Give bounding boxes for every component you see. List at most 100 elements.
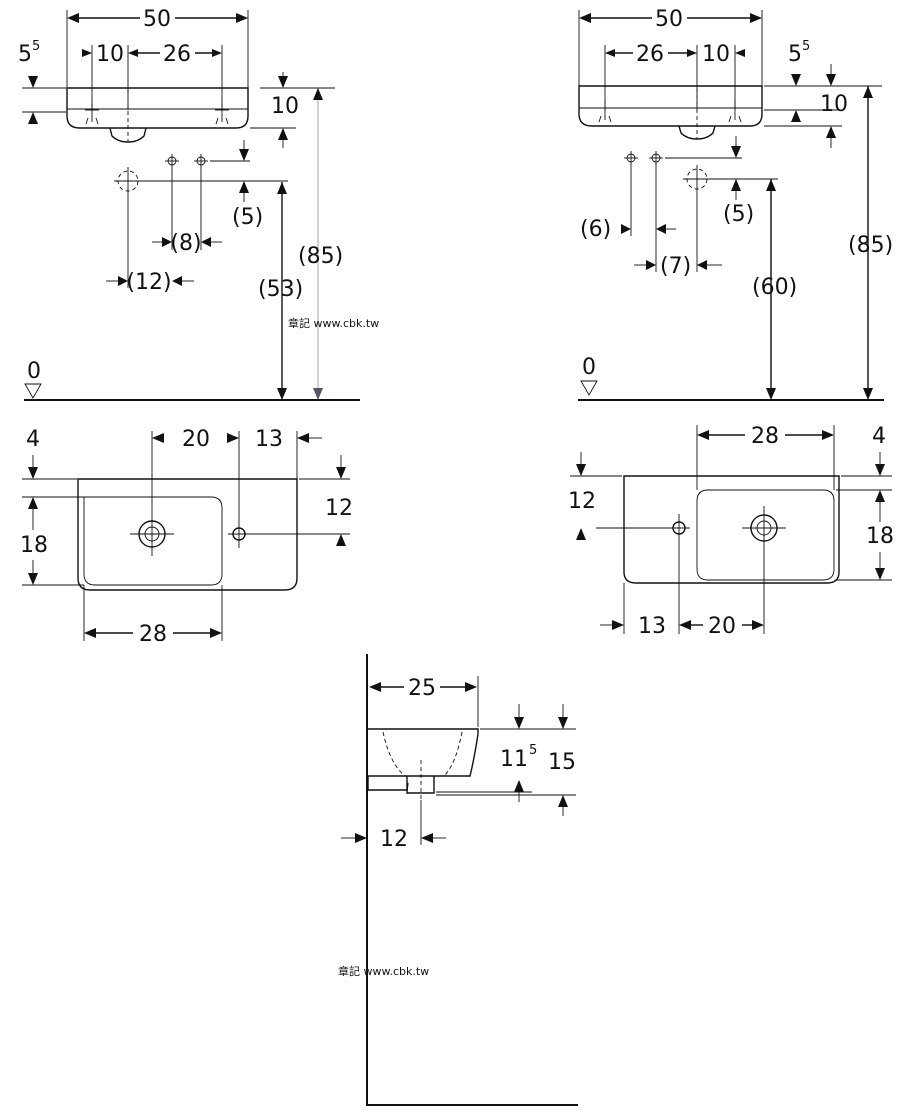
arrow <box>336 534 346 546</box>
arrow <box>875 490 885 502</box>
arrow <box>826 74 836 86</box>
dim-supply-height: (5) <box>723 202 754 227</box>
tap-hole-symbol <box>728 101 742 123</box>
dim-supply-offset: (12) <box>126 270 171 295</box>
arrow <box>697 430 709 440</box>
arrow <box>822 430 834 440</box>
dim-total-height: (85) <box>848 233 893 258</box>
arrow <box>336 467 346 479</box>
arrow <box>605 49 615 57</box>
dim-drain-offset: 12 <box>380 827 408 852</box>
floor-marker-icon <box>580 380 598 396</box>
arrow <box>278 128 288 140</box>
arrow <box>201 237 211 247</box>
arrow <box>227 433 239 443</box>
plan-view-left: 20 13 4 18 12 28 <box>20 427 353 647</box>
drain-symbol <box>130 512 174 556</box>
arrow <box>236 13 248 23</box>
arrow <box>576 464 586 476</box>
tap-hole-symbol <box>598 101 612 123</box>
basin-side <box>368 728 479 777</box>
dim-tap-depth: 12 <box>325 496 353 521</box>
basin-outline <box>623 475 840 584</box>
arrow <box>277 388 287 400</box>
dim-supply-spacing: (8) <box>170 231 201 256</box>
floor-level: 0 <box>582 355 596 380</box>
basin-front <box>578 85 763 127</box>
arrow <box>28 467 38 479</box>
plan-view-right: 28 4 18 12 13 20 <box>568 424 894 639</box>
dim-bowl-width: 28 <box>139 622 167 647</box>
bowl-hidden-line <box>382 731 463 777</box>
arrow <box>875 568 885 580</box>
arrow <box>558 717 568 729</box>
supply-symbol <box>165 154 179 168</box>
dim-rim-sup: 5 <box>802 39 810 54</box>
arrow <box>679 620 691 630</box>
arrow <box>239 149 249 161</box>
arrow <box>697 260 707 270</box>
arrow <box>297 433 309 443</box>
dim-bowl-height-sup: 5 <box>529 743 537 758</box>
arrow <box>313 388 323 400</box>
arrow <box>172 276 182 286</box>
dim-supply-offset: (7) <box>660 254 691 279</box>
arrow <box>118 276 128 286</box>
side-view: 25 11 5 15 12 章記 www.cbk.tw <box>338 654 578 1106</box>
dim-top-edge: 4 <box>26 427 40 452</box>
arrow <box>687 49 697 57</box>
arrow <box>67 13 79 23</box>
arrow <box>212 49 222 57</box>
arrow <box>465 682 477 692</box>
supply-symbol <box>649 151 663 165</box>
dim-tap-depth: 12 <box>568 489 596 514</box>
dim-bowl-width: 28 <box>751 424 779 449</box>
arrow <box>28 76 38 88</box>
dim-height: 10 <box>271 94 299 119</box>
dim-supply-height: (5) <box>232 205 263 230</box>
arrow <box>28 573 38 585</box>
dim-projection: 25 <box>408 676 436 701</box>
arrow <box>84 628 96 638</box>
arrow <box>621 224 631 234</box>
watermark: 章記 www.cbk.tw <box>288 316 379 330</box>
dim-height: 10 <box>820 92 848 117</box>
watermark: 章記 www.cbk.tw <box>338 964 429 978</box>
dim-drain-tap: 20 <box>708 614 736 639</box>
dim-rim: 5 <box>18 42 32 67</box>
basin-base <box>367 776 409 791</box>
dim-supply-left: (6) <box>580 217 611 242</box>
arrow <box>766 179 776 191</box>
dim-drain-tap: 20 <box>182 427 210 452</box>
tap-hole-symbol <box>596 514 690 542</box>
arrow <box>558 795 568 807</box>
arrow <box>656 224 666 234</box>
dim-tap-edge: 13 <box>255 427 283 452</box>
drain-outlet <box>406 776 435 794</box>
drain-symbol <box>742 506 786 550</box>
floor-marker-icon <box>24 383 42 399</box>
arrow <box>731 146 741 158</box>
tap-hole-symbol <box>215 103 229 125</box>
tap-hole-symbol <box>228 520 262 548</box>
arrow <box>210 628 222 638</box>
arrow <box>863 388 873 400</box>
arrow <box>82 49 92 57</box>
arrow <box>421 833 433 843</box>
arrow <box>514 717 524 729</box>
dim-width: 50 <box>143 7 171 32</box>
arrow <box>646 260 656 270</box>
dim-tap-offset: 10 <box>702 42 730 67</box>
basin-front <box>66 87 249 129</box>
arrow <box>612 620 624 630</box>
dim-bowl-depth: 18 <box>866 524 894 549</box>
arrow <box>313 88 323 100</box>
dim-rim: 5 <box>788 42 802 67</box>
arrow <box>162 237 172 247</box>
dim-rim-sup: 5 <box>32 39 40 54</box>
front-view-right: 50 26 10 5 5 10 <box>578 7 893 401</box>
dim-tap-edge: 13 <box>638 614 666 639</box>
dim-tap-span: 26 <box>636 42 664 67</box>
waste-symbol <box>683 165 711 193</box>
